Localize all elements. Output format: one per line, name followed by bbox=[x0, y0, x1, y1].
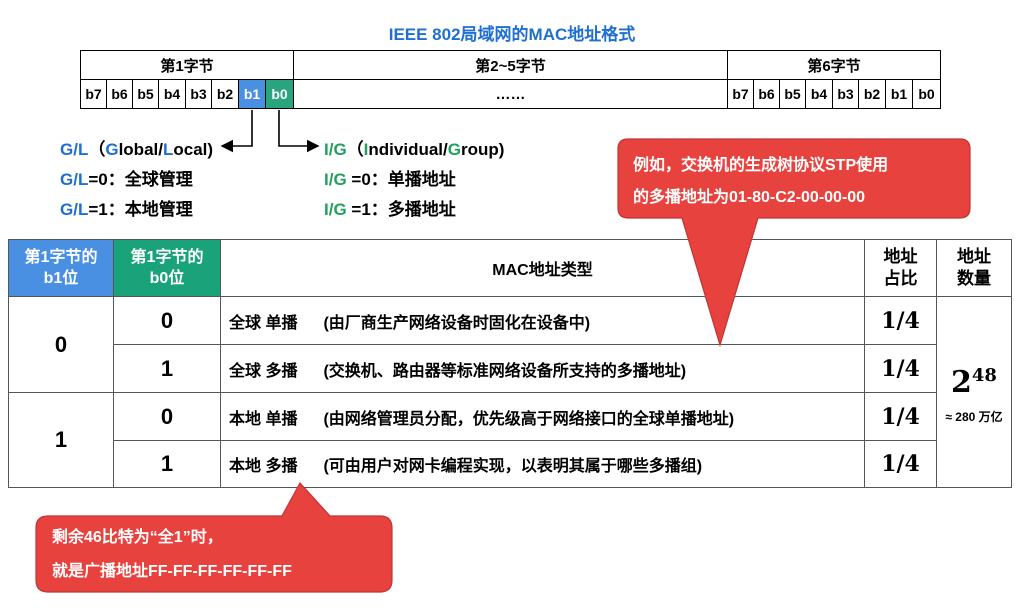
table-row-3-type: 本地 单播(由网络管理员分配，优先级高于网络接口的全球单播地址) bbox=[220, 392, 865, 441]
byte1-bit-b6: b6 bbox=[106, 79, 133, 109]
header-ratio: 地址占比 bbox=[864, 239, 937, 297]
byte6-bit-b5: b5 bbox=[779, 79, 806, 109]
callout-bottom-bubble bbox=[35, 481, 393, 593]
byte1-bit-b2: b2 bbox=[211, 79, 239, 109]
byte1-bit-b3: b3 bbox=[185, 79, 212, 109]
table-row-3-ratio: 1/4 bbox=[864, 392, 937, 441]
byte6-bit-b6: b6 bbox=[753, 79, 780, 109]
byte6-bit-b2: b2 bbox=[858, 79, 886, 109]
header-type: MAC地址类型 bbox=[220, 239, 865, 297]
byte6-bit-b0: b0 bbox=[912, 79, 941, 109]
gl-arrow bbox=[220, 110, 253, 153]
ig-unicast-note: I/G =0：单播地址 bbox=[324, 170, 456, 189]
address-count-power: 248 bbox=[951, 365, 997, 400]
b1-group-1: 1 bbox=[8, 392, 114, 488]
ig-arrow bbox=[278, 110, 320, 153]
header-count: 地址数量 bbox=[936, 239, 1012, 297]
diagram-title: IEEE 802局域网的MAC地址格式 bbox=[388, 25, 636, 44]
callout-bottom-line2: 就是广播地址FF-FF-FF-FF-FF-FF bbox=[52, 563, 292, 580]
ig-multicast-note: I/G =1：多播地址 bbox=[324, 200, 456, 219]
table-row-2-ratio: 1/4 bbox=[864, 344, 937, 393]
callout-top-line1: 例如，交换机的生成树协议STP使用 bbox=[633, 157, 889, 174]
b1-group-0: 0 bbox=[8, 296, 114, 393]
byte6-bit-b1: b1 bbox=[885, 79, 913, 109]
table-row-2-b0: 1 bbox=[113, 344, 221, 393]
callout-top-bubble bbox=[617, 138, 971, 348]
gl-local-note: G/L=1：本地管理 bbox=[60, 200, 193, 219]
table-row-3-b0: 0 bbox=[113, 392, 221, 441]
byte6-bit-b4: b4 bbox=[805, 79, 833, 109]
byte2to5-ellipsis: …… bbox=[293, 79, 728, 109]
byte1-bit-b5: b5 bbox=[132, 79, 159, 109]
table-row-4-b0: 1 bbox=[113, 440, 221, 488]
byte1-bit-b0: b0 bbox=[265, 79, 294, 109]
table-row-2-type: 全球 多播(交换机、路由器等标准网络设备所支持的多播地址) bbox=[220, 344, 865, 393]
gl-definition: G/L（Global/Local) bbox=[60, 140, 214, 159]
byte6-bit-b3: b3 bbox=[832, 79, 859, 109]
byte1-bit-b1: b1 bbox=[238, 79, 266, 109]
table-row-1-type: 全球 单播(由厂商生产网络设备时固化在设备中) bbox=[220, 296, 865, 345]
address-count-approx: ≈ 280 万亿 bbox=[945, 410, 1003, 424]
table-row-4-ratio: 1/4 bbox=[864, 440, 937, 488]
table-row-1-b0: 0 bbox=[113, 296, 221, 345]
callout-top-line2: 的多播地址为01-80-C2-00-00-00 bbox=[633, 189, 866, 206]
address-count-cell: 248 ≈ 280 万亿 bbox=[936, 296, 1012, 488]
ig-definition: I/G（Individual/Group) bbox=[324, 140, 505, 159]
callout-bottom-line1: 剩余46比特为“全1”时， bbox=[52, 529, 223, 546]
table-row-4-type: 本地 多播(可由用户对网卡编程实现，以表明其属于哪些多播组) bbox=[220, 440, 865, 488]
gl-global-note: G/L=0：全球管理 bbox=[60, 170, 193, 189]
